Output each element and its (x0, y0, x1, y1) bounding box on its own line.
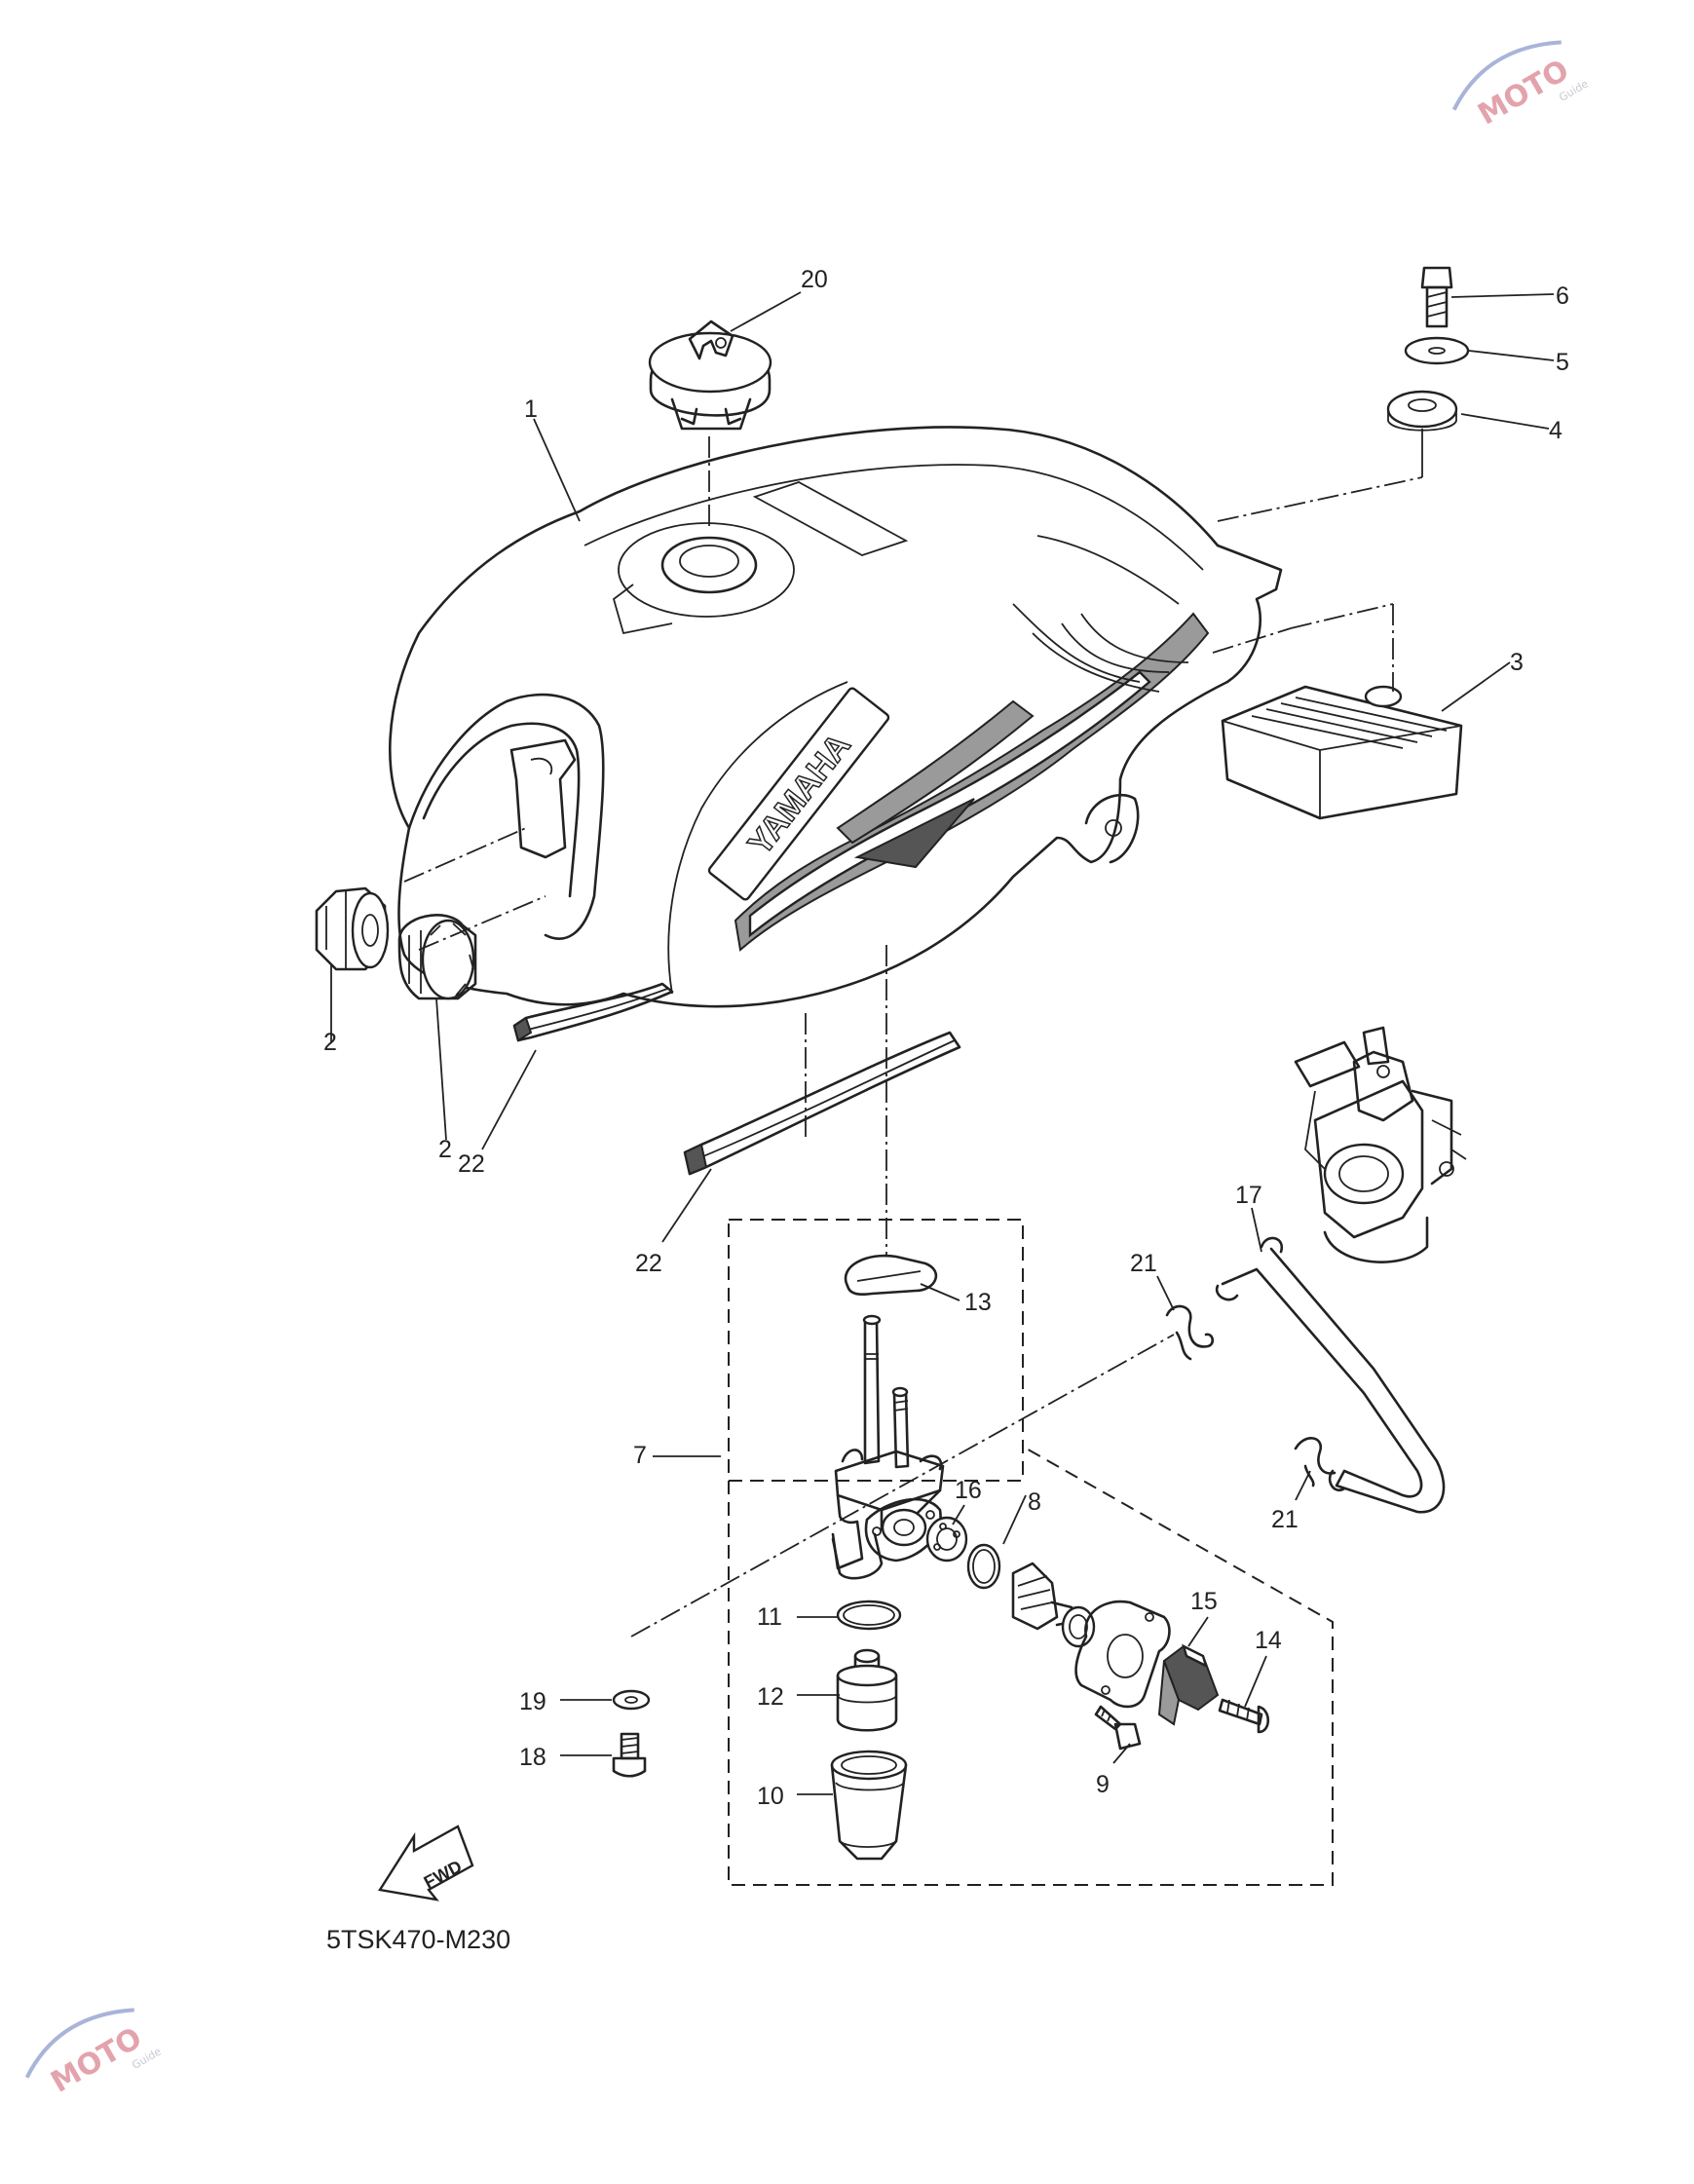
assembly-boundary (728, 1219, 1024, 1482)
screw-9 (1094, 1705, 1142, 1751)
shaft-washer (1061, 1605, 1096, 1648)
callout-3: 3 (1510, 649, 1524, 676)
bolt-18 (612, 1732, 647, 1778)
yamaha-emblem (707, 687, 890, 901)
callout-22a: 22 (458, 1150, 485, 1178)
seal-strip-22-right (683, 1031, 961, 1176)
callout-2a: 2 (323, 1029, 337, 1056)
seal-strip-22-left (512, 982, 674, 1042)
callout-7: 7 (633, 1442, 647, 1469)
leader-lines (330, 291, 1555, 1795)
grommet-4 (1386, 390, 1458, 432)
callout-19: 19 (519, 1688, 546, 1715)
watermark-logo-bottom: MOTO Guide (24, 2008, 164, 2100)
screw-14 (1218, 1698, 1270, 1734)
fuel-cap (648, 320, 772, 431)
carburetor (1294, 1026, 1467, 1263)
hose-clip-21-upper (1165, 1304, 1215, 1361)
cover-plate (1074, 1600, 1171, 1709)
callout-22b: 22 (635, 1250, 662, 1277)
chain-lines (403, 436, 1423, 1638)
callout-14: 14 (1255, 1627, 1282, 1654)
callout-5: 5 (1556, 349, 1569, 376)
callout-20: 20 (801, 266, 828, 293)
callout-13: 13 (964, 1289, 992, 1316)
callout-1: 1 (524, 395, 538, 423)
tank-decal (734, 603, 1210, 952)
callout-18: 18 (519, 1744, 546, 1771)
callout-11: 11 (757, 1603, 782, 1631)
fuel-hose-17 (1215, 1236, 1446, 1514)
callout-6: 6 (1556, 282, 1569, 310)
damper-2-right (397, 914, 477, 1000)
hose-clip-21-lower (1294, 1437, 1336, 1487)
washer-5 (1404, 336, 1470, 365)
callout-12: 12 (757, 1683, 784, 1711)
callout-2b: 2 (438, 1136, 452, 1163)
callout-15: 15 (1190, 1588, 1218, 1615)
o-ring-11 (836, 1600, 902, 1631)
washer-19 (612, 1689, 651, 1711)
callout-9: 9 (1096, 1771, 1110, 1798)
callout-21b: 21 (1271, 1506, 1299, 1533)
fuel-cock-assembly-7 (728, 1219, 1334, 1886)
forward-direction-arrow: FWD (378, 1825, 474, 1902)
callout-17: 17 (1235, 1182, 1262, 1209)
callout-4: 4 (1549, 417, 1562, 444)
lever-shaft (1011, 1562, 1073, 1631)
filter-16 (925, 1516, 968, 1563)
gasket-13 (844, 1254, 938, 1297)
lever-knob-15 (1157, 1643, 1220, 1726)
callout-8: 8 (1028, 1488, 1041, 1516)
tank-damper-block (1221, 685, 1463, 820)
callout-numbers: 1 2 2 3 4 5 6 7 8 9 10 11 12 13 14 15 16… (323, 266, 1569, 1810)
drawing-code: 5TSK470-M230 (326, 1925, 510, 1954)
o-ring-8 (966, 1543, 1001, 1590)
sediment-cup-10 (830, 1750, 908, 1861)
callout-16: 16 (955, 1477, 982, 1504)
damper-2-left (315, 886, 390, 971)
tank-brand-text: YAMAHA (741, 727, 858, 862)
watermark-logo-top: MOTO Guide (1451, 40, 1591, 132)
filter-12 (836, 1648, 898, 1732)
fuel-tank: YAMAHA (389, 426, 1283, 1008)
callout-21a: 21 (1130, 1250, 1157, 1277)
callout-10: 10 (757, 1783, 784, 1810)
bolt-6 (1420, 266, 1453, 328)
